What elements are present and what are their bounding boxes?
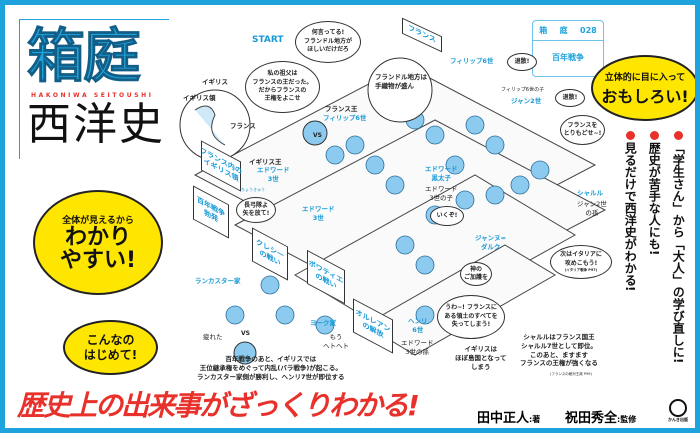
supervisor-role: :監修 bbox=[617, 415, 637, 424]
title-main: 箱庭 bbox=[26, 22, 141, 90]
text-exhausted: もう ヘトヘト bbox=[323, 333, 349, 350]
speech-bubble-easy: 全体が見えるから わかり やすい! bbox=[33, 190, 163, 295]
speech-italy: 次はイタリアに 攻めこもう!(イタリア戦争 P97) bbox=[550, 245, 612, 279]
publisher-name: かんき出版 bbox=[668, 417, 688, 422]
selling-point-1: 「学生さん」から「大人」の学び直しに! bbox=[671, 131, 686, 364]
series-topic: 百年戦争 bbox=[552, 53, 584, 62]
label-charles-note: ジャン2世 の孫 bbox=[577, 200, 607, 217]
label-black-prince-note: エドワード 3世の子 bbox=[425, 185, 458, 202]
speech-edward-claim: 私の祖父は フランスの王だった。 だからフランスの 王権をよこせ bbox=[245, 61, 320, 113]
label-philip6-b: フィリップ6世 bbox=[450, 57, 494, 65]
publisher-logo-icon bbox=[669, 399, 687, 417]
bubble-line: こんなの bbox=[86, 333, 135, 348]
speech-bubble-first: こんなの はじめて! bbox=[63, 320, 158, 375]
speech-archers: 長弓隊よ 矢を放て! bbox=[236, 197, 276, 223]
series-kanji-2: 庭 bbox=[559, 26, 568, 35]
label-joan-of-arc: ジャンヌ= ダルク bbox=[475, 234, 507, 251]
note-charles7: シャルルはフランス国王 シャルル7世として即位。 このあと、ますます フランスの… bbox=[520, 333, 598, 368]
publisher-logo: かんき出版 bbox=[665, 399, 691, 423]
label-philip6-title: フランス王 bbox=[325, 105, 358, 113]
speech-charge: いくぞ! bbox=[430, 206, 464, 226]
bullet-icon bbox=[625, 131, 635, 140]
vs-label-roses: VS bbox=[241, 330, 250, 337]
label-edward3-title: イギリス王 bbox=[249, 158, 282, 166]
label-jean2: ジャン2世 bbox=[511, 97, 542, 105]
headline: 歴史上の出来事がざっくりわかる! bbox=[17, 389, 420, 422]
flanders-note: フランドル地方は 手織物が盛ん bbox=[375, 73, 427, 90]
selling-point-text: 見るだけで西洋史がわかる! bbox=[623, 142, 638, 292]
series-box: 箱 庭 028 百年戦争 bbox=[532, 20, 604, 77]
title-sub: 西洋史 bbox=[27, 99, 165, 150]
selling-point-3: 見るだけで西洋史がわかる! bbox=[623, 131, 638, 292]
label-black-prince: エドワード 黒太子 bbox=[425, 165, 458, 182]
speech-italy-text: 次はイタリアに 攻めこもう! bbox=[560, 251, 602, 267]
series-kanji-1: 箱 bbox=[539, 26, 548, 35]
map-england-icon bbox=[194, 105, 226, 146]
label-lancaster: ランカスター家 bbox=[195, 277, 241, 285]
author-role: :著 bbox=[529, 415, 541, 424]
author-name: 田中正人 bbox=[477, 411, 530, 426]
map-label-france: フランス bbox=[230, 122, 256, 130]
speech-retreat-2: 退散! bbox=[555, 89, 585, 107]
label-york: ヨーク家 bbox=[310, 319, 336, 327]
series-number: 028 bbox=[580, 26, 597, 35]
bubble-large-text: やすい! bbox=[59, 248, 137, 273]
speech-italy-note: (イタリア戦争 P97) bbox=[564, 267, 598, 272]
ornament-frame bbox=[19, 19, 169, 159]
label-philip6: フィリップ6世 bbox=[323, 114, 367, 122]
bubble-large-text: わかり bbox=[64, 224, 131, 250]
speech-retake-france: フランスを とりもどせ~! bbox=[560, 115, 605, 145]
selling-point-text: 歴史が苦手な人にも! bbox=[647, 142, 662, 256]
speech-god-protect: 神の ご加護を bbox=[460, 262, 492, 286]
map-label-england: イギリス bbox=[202, 78, 228, 86]
vs-badges bbox=[233, 120, 328, 365]
label-henry6-note: エドワード 3世の孫 bbox=[401, 339, 434, 356]
circle-maps bbox=[179, 57, 433, 161]
start-label: START bbox=[252, 35, 284, 45]
bullet-icon bbox=[673, 131, 683, 140]
label-edward3-b: エドワード 3世 bbox=[302, 205, 335, 222]
supervisor-name: 祝田秀全 bbox=[565, 411, 618, 426]
bubble-small-text: 立体的に目に入って bbox=[604, 72, 686, 83]
speech-lose-all: うわ~! フランスに ある領土のすべてを 失ってしまう! bbox=[437, 295, 505, 339]
speech-bubble-fun: 立体的に目に入って おもしろい! bbox=[591, 55, 695, 121]
bullet-icon bbox=[649, 131, 659, 140]
bubble-line: はじめて! bbox=[83, 347, 138, 362]
map-label-england-territory: イギリス領 bbox=[183, 94, 216, 102]
author-credit: 田中正人:著 bbox=[477, 407, 540, 426]
selling-point-2: 歴史が苦手な人にも! bbox=[647, 131, 662, 256]
bubble-large-text: おもしろい! bbox=[601, 86, 689, 106]
text-tired: 疲れた bbox=[203, 333, 223, 341]
vs-label: VS bbox=[313, 132, 322, 139]
note-absolutism: (フランスの絶対王政 P99) bbox=[550, 372, 592, 376]
title-romaji: HAKONIWA SEITOUSHI bbox=[31, 92, 154, 99]
label-edward3: エドワード 3世 bbox=[257, 166, 290, 183]
note-war-of-roses: 百年戦争のあと、イギリスでは 王位継承権をめぐって内乱(バラ戦争)が起こる。 ラ… bbox=[197, 355, 345, 381]
label-jean2-title: フィリップ6世の子 bbox=[501, 87, 545, 93]
label-charles: シャルル bbox=[577, 189, 603, 197]
label-henry6: ヘンリ 6世 bbox=[408, 317, 428, 334]
ruby-longbow: ちょうきゅう bbox=[241, 187, 265, 192]
bubble-small-text: 全体が見えるから bbox=[62, 215, 134, 226]
speech-philip-reply: 何言ってる! フランドル地方が ほしいだけだろ bbox=[295, 21, 361, 63]
selling-point-text: 「学生さん」から「大人」の学び直しに! bbox=[671, 142, 686, 364]
note-island-nation: イギリスは ほぼ島国となって しまう bbox=[455, 345, 507, 371]
speech-retreat-1: 退散! bbox=[507, 53, 537, 71]
supervisor-credit: 祝田秀全:監修 bbox=[565, 407, 636, 426]
diorama-illustration bbox=[179, 57, 607, 365]
